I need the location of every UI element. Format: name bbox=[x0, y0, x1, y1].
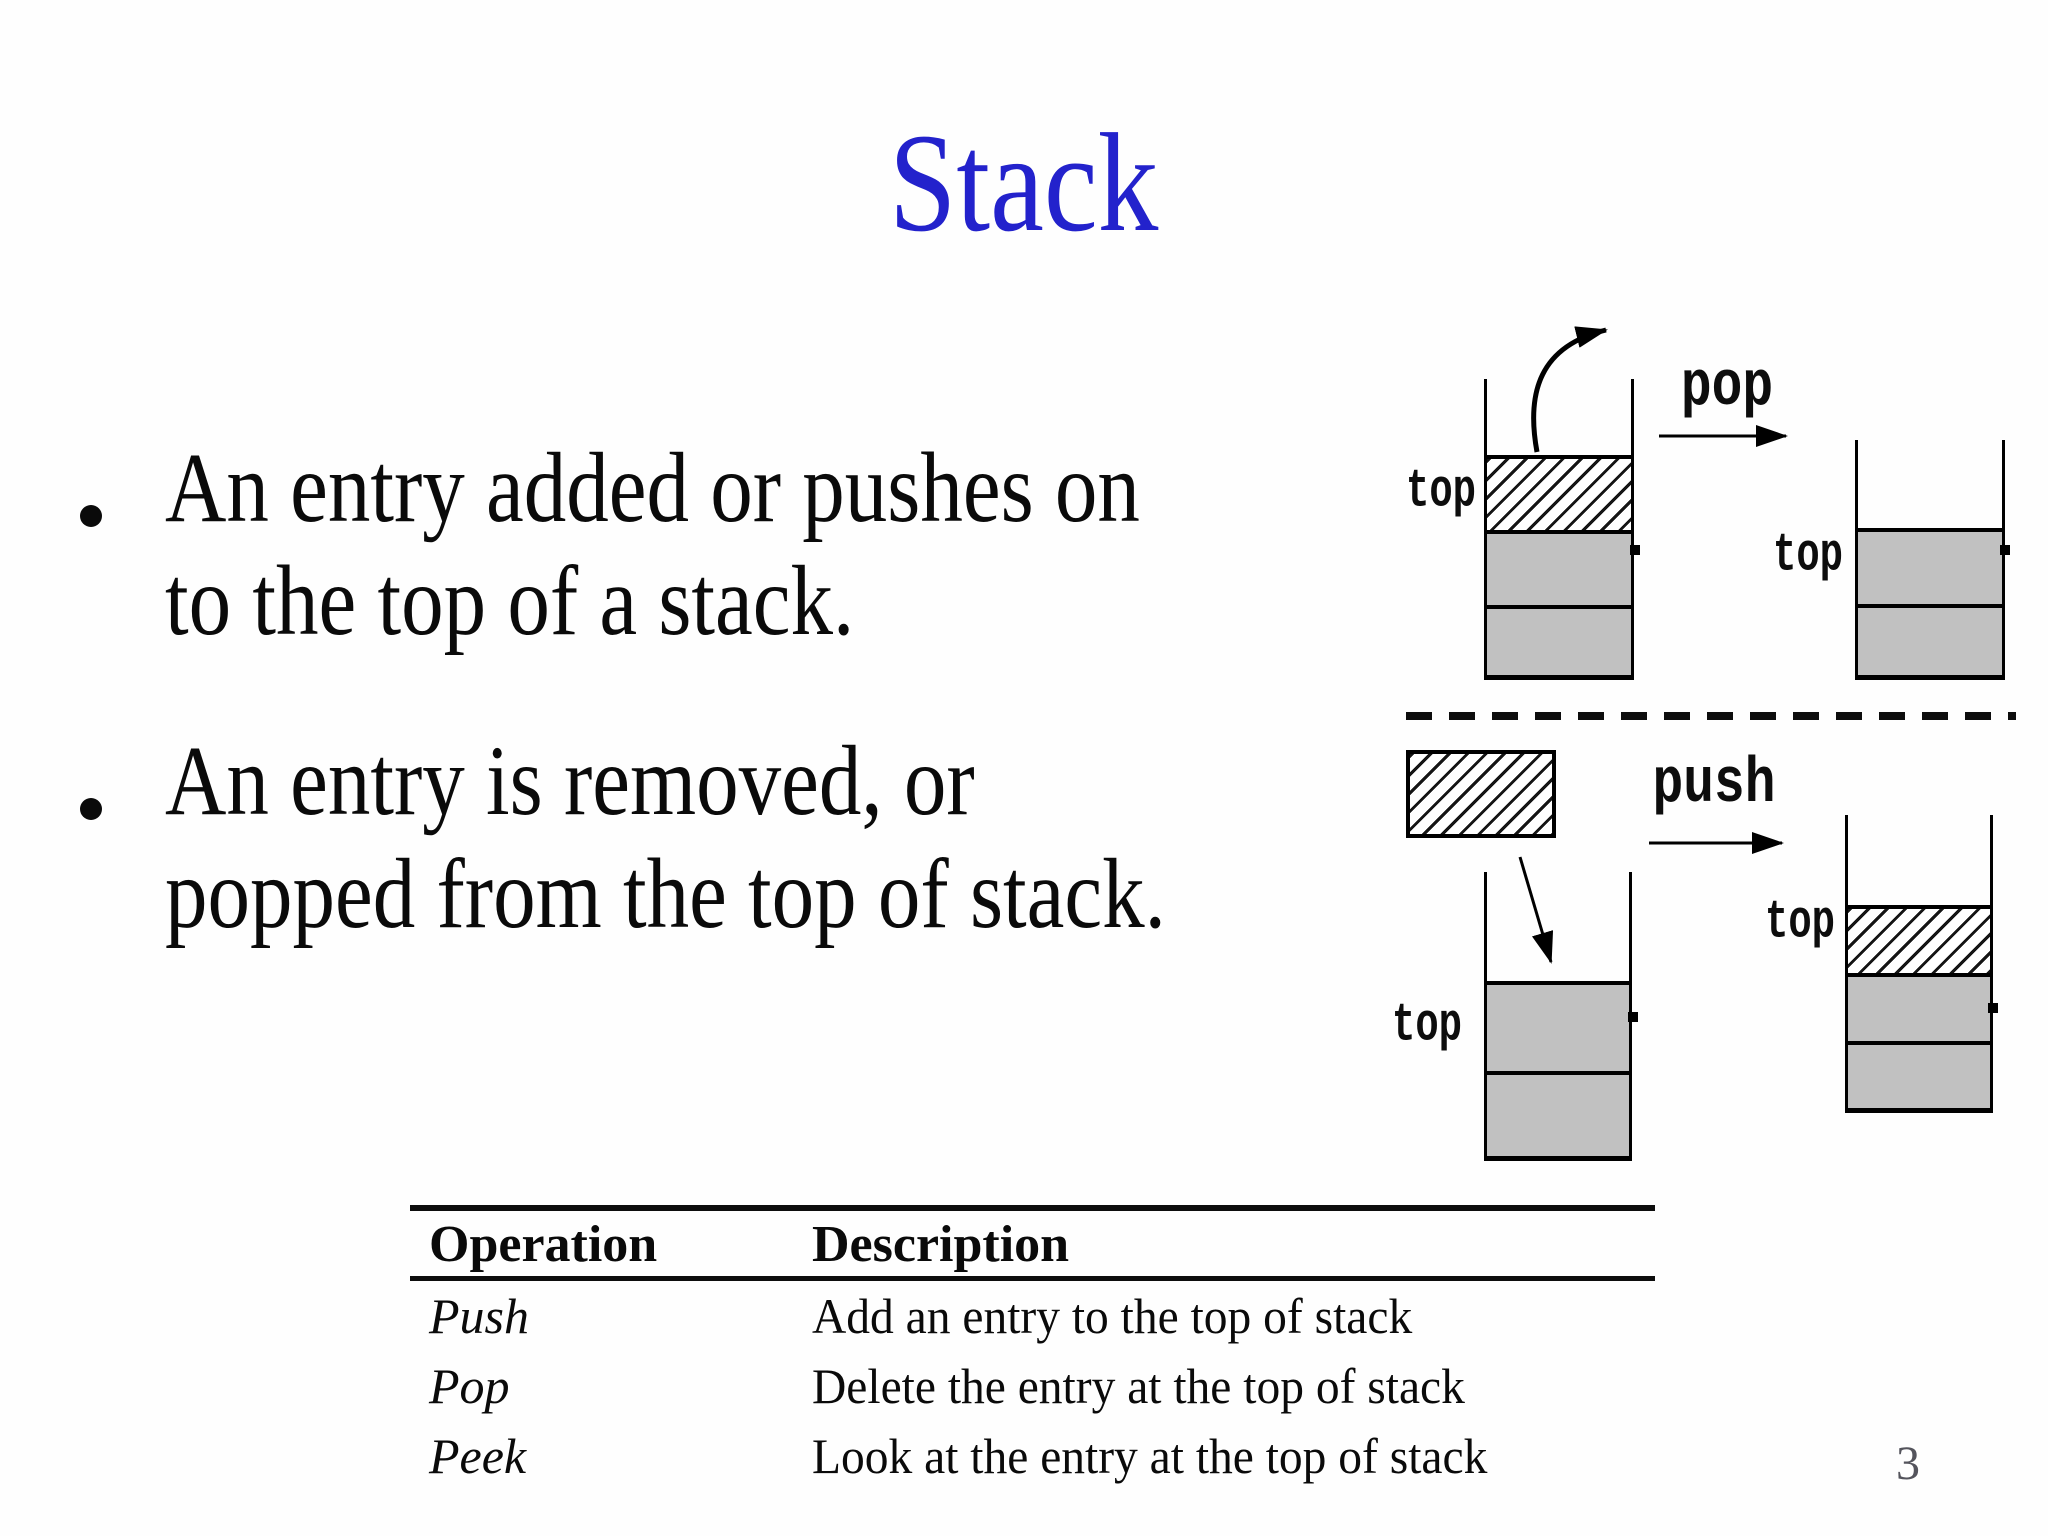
operation-description: Add an entry to the top of stack bbox=[812, 1288, 1413, 1344]
table-row: Peek Look at the entry at the top of sta… bbox=[410, 1421, 1655, 1491]
operation-name: Peek bbox=[429, 1428, 527, 1484]
stack-entry-gray bbox=[1848, 973, 1990, 1041]
pop-after-stack bbox=[1855, 440, 2005, 680]
push-operation-label: push bbox=[1652, 749, 1776, 821]
table-top-rule bbox=[410, 1205, 1655, 1211]
pop-before-top-pointer-label: top bbox=[1406, 461, 1476, 523]
operation-description: Delete the entry at the top of stack bbox=[812, 1358, 1465, 1414]
page-title: Stack bbox=[0, 113, 2048, 254]
stack-entry-gray bbox=[1487, 530, 1631, 605]
bullet-item: An entry is removed, or popped from the … bbox=[165, 724, 1166, 950]
table-header-description: Description bbox=[812, 1216, 1070, 1273]
push-before-stack bbox=[1484, 872, 1632, 1161]
stack-entry-gray bbox=[1487, 1071, 1629, 1161]
table-header-operation: Operation bbox=[429, 1216, 658, 1273]
stack-right-tick bbox=[2000, 545, 2010, 555]
bullet-line: to the top of a stack. bbox=[165, 545, 855, 656]
stack-right-tick bbox=[1630, 545, 1640, 555]
bullet-marker bbox=[80, 505, 102, 527]
operation-name: Pop bbox=[429, 1358, 510, 1414]
pop-operation-label: pop bbox=[1680, 352, 1774, 424]
table-row: Pop Delete the entry at the top of stack bbox=[410, 1351, 1655, 1421]
operation-name: Push bbox=[429, 1288, 529, 1344]
stack-entry-gray bbox=[1487, 605, 1631, 680]
table-row: Push Add an entry to the top of stack bbox=[410, 1281, 1655, 1351]
bullet-line: An entry added or pushes on bbox=[165, 432, 1140, 543]
bullet-line: An entry is removed, or bbox=[165, 725, 975, 836]
push-new-entry-box bbox=[1406, 750, 1556, 838]
stack-entry-gray bbox=[1487, 981, 1629, 1071]
operations-table: Operation Description Push Add an entry … bbox=[410, 1205, 1655, 1491]
pop-before-stack bbox=[1484, 379, 1634, 680]
bullet-marker bbox=[80, 798, 102, 820]
table-header-row: Operation Description bbox=[410, 1211, 1655, 1276]
push-after-stack bbox=[1845, 815, 1993, 1113]
stack-entry-gray bbox=[1848, 1041, 1990, 1113]
stack-entry-hatched bbox=[1848, 905, 1990, 973]
stack-entry-gray bbox=[1858, 528, 2002, 604]
pop-after-top-pointer-label: top bbox=[1773, 525, 1843, 587]
table-header-rule bbox=[410, 1276, 1655, 1281]
stack-entry-hatched bbox=[1487, 455, 1631, 530]
bullet-line: popped from the top of stack. bbox=[165, 838, 1166, 949]
page-number: 3 bbox=[1896, 1437, 1920, 1490]
stack-right-tick bbox=[1988, 1003, 1998, 1013]
bullet-item: An entry added or pushes on to the top o… bbox=[165, 431, 1140, 657]
page-title-text: Stack bbox=[889, 105, 1159, 261]
stack-right-tick bbox=[1628, 1012, 1638, 1022]
operation-description: Look at the entry at the top of stack bbox=[812, 1428, 1488, 1484]
stack-entry-gray bbox=[1858, 604, 2002, 680]
push-before-top-pointer-label: top bbox=[1392, 995, 1462, 1057]
push-after-top-pointer-label: top bbox=[1765, 892, 1835, 954]
